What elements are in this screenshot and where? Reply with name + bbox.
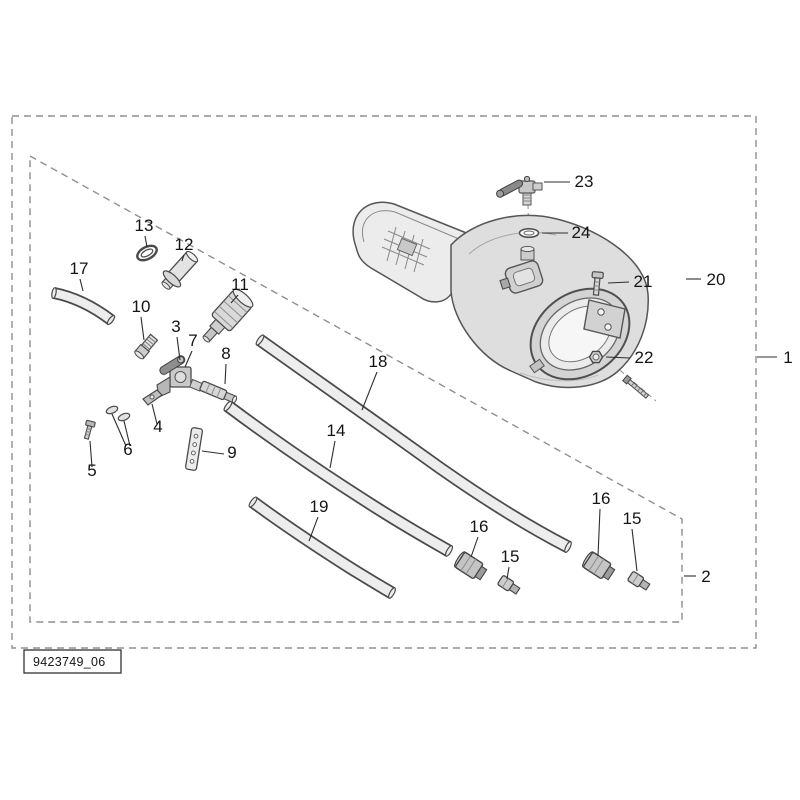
leader-10 — [140, 316, 145, 341]
part-19-hose — [248, 496, 396, 599]
cock-boss — [520, 245, 535, 261]
leader-15-right — [631, 528, 638, 572]
callout-5: 5 — [87, 461, 96, 480]
callout-11: 11 — [231, 275, 249, 294]
leader-11 — [230, 294, 239, 304]
callout-14: 14 — [327, 421, 346, 440]
part-16-coupler-right — [582, 551, 616, 581]
callout-13: 13 — [135, 216, 154, 235]
part-22-nut — [588, 350, 604, 364]
outer-boundary — [11, 115, 757, 649]
part-21-screw — [591, 271, 604, 296]
callout-10: 10 — [132, 297, 151, 316]
callout-22: 22 — [635, 348, 654, 367]
part-4-clip — [142, 389, 163, 406]
callout-17: 17 — [70, 259, 89, 278]
part-23-cock — [496, 175, 543, 206]
part-6-washers — [105, 405, 131, 422]
leader-lines — [79, 181, 777, 580]
callout-2: 2 — [701, 567, 710, 586]
leader-4 — [151, 403, 158, 425]
intake-mesh — [381, 226, 431, 273]
leader-18 — [361, 371, 378, 411]
part-3-lever — [159, 355, 186, 375]
callout-12: 12 — [175, 235, 194, 254]
callout-16-right: 16 — [592, 489, 611, 508]
callout-20: 20 — [707, 270, 726, 289]
callout-24: 24 — [572, 223, 591, 242]
leader-8 — [224, 363, 227, 385]
part-15-fitting-left — [497, 575, 521, 595]
leader-5 — [89, 440, 93, 468]
mounting-bolt — [622, 374, 650, 399]
leader-6a — [111, 413, 127, 447]
callout-15-left: 15 — [501, 547, 520, 566]
leader-3 — [176, 336, 181, 361]
part-11-coupler — [202, 288, 254, 343]
leader-14 — [329, 440, 336, 469]
part-5-screw — [83, 419, 96, 440]
leader-7 — [184, 350, 193, 368]
leader-16-left — [470, 536, 479, 558]
callouts: 17 13 12 11 10 3 7 8 4 6 5 9 14 18 19 16… — [70, 172, 793, 586]
leader-22 — [605, 356, 631, 359]
part-code-box: 9423749_06 — [23, 649, 122, 674]
callout-6: 6 — [123, 440, 132, 459]
assembly-boundary — [29, 154, 683, 623]
callout-23: 23 — [575, 172, 594, 191]
callout-18: 18 — [369, 352, 388, 371]
callout-1: 1 — [783, 348, 792, 367]
part-24-washer — [518, 227, 540, 239]
part-code-text: 9423749_06 — [33, 655, 106, 669]
callout-7: 7 — [188, 331, 197, 350]
leader-12 — [181, 254, 185, 262]
callout-16-left: 16 — [470, 517, 489, 536]
part-17-hose — [51, 287, 116, 326]
callout-8: 8 — [221, 344, 230, 363]
part-14-hose — [223, 400, 454, 557]
leader-15-left — [506, 566, 510, 580]
part-18-hose — [255, 334, 572, 553]
callout-3: 3 — [171, 317, 180, 336]
part-15-fitting-right — [627, 571, 651, 591]
leader-21 — [607, 281, 630, 284]
callout-19: 19 — [310, 497, 329, 516]
leader-9 — [201, 450, 225, 455]
callout-21: 21 — [634, 272, 653, 291]
part-13-o-ring — [136, 244, 158, 262]
part-20-blower-housing — [352, 201, 649, 389]
part-8-connector — [199, 380, 238, 404]
leader-19 — [308, 516, 319, 542]
leader-13 — [144, 235, 148, 248]
callout-9: 9 — [227, 443, 236, 462]
part-16-coupler-left — [454, 551, 488, 581]
callout-15-right: 15 — [623, 509, 642, 528]
leader-6b — [123, 420, 131, 447]
part-12-bushing — [161, 250, 199, 290]
leader-17 — [79, 278, 84, 292]
callout-4: 4 — [153, 417, 162, 436]
part-9-plate — [184, 427, 204, 471]
part-10-fitting — [134, 333, 159, 360]
leader-16-right — [597, 508, 601, 557]
